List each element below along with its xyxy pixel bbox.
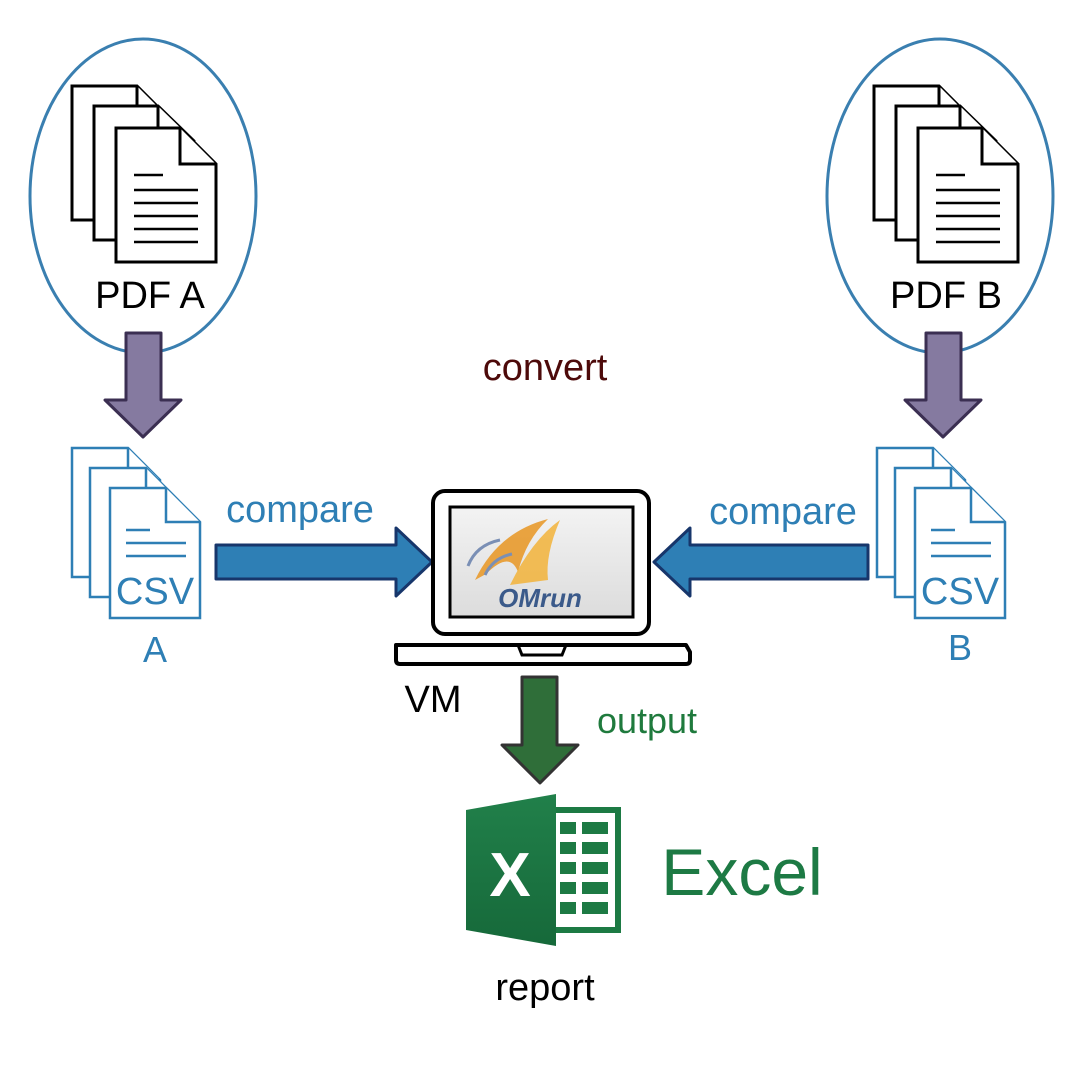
csv-b-text: CSV	[921, 571, 1000, 613]
convert-arrow-a	[103, 331, 183, 439]
source-a-group: PDF A CSV A	[28, 37, 258, 670]
output-label: output	[597, 700, 697, 741]
omrun-logo: OMrun	[466, 519, 582, 613]
report-label: report	[495, 967, 595, 1009]
pdf-b-documents-icon	[872, 84, 1020, 264]
compare-right-label: compare	[709, 491, 857, 533]
csv-a-label: A	[143, 629, 167, 670]
compare-arrow-left	[214, 526, 434, 598]
excel-icon-letter: X	[489, 841, 530, 910]
pdf-b-label: PDF B	[890, 275, 1002, 317]
vm-label: VM	[405, 679, 462, 721]
csv-a-documents-icon	[70, 446, 202, 620]
excel-wordmark: Excel	[661, 835, 822, 909]
convert-label: convert	[483, 347, 608, 389]
compare-left-label: compare	[226, 489, 374, 531]
output-arrow	[500, 675, 580, 785]
pdf-a-label: PDF A	[95, 275, 205, 317]
compare-arrow-right	[652, 526, 870, 598]
excel-icon: X	[466, 794, 621, 946]
csv-a-text: CSV	[116, 571, 195, 613]
convert-arrow-b	[903, 331, 983, 439]
csv-b-label: B	[948, 627, 972, 668]
vm-laptop-icon: OMrun	[394, 489, 692, 666]
omrun-logo-text: OMrun	[498, 583, 582, 613]
csv-b-documents-icon	[875, 446, 1007, 620]
pdf-a-documents-icon	[70, 84, 218, 264]
source-b-group: PDF B CSV B	[825, 37, 1055, 668]
